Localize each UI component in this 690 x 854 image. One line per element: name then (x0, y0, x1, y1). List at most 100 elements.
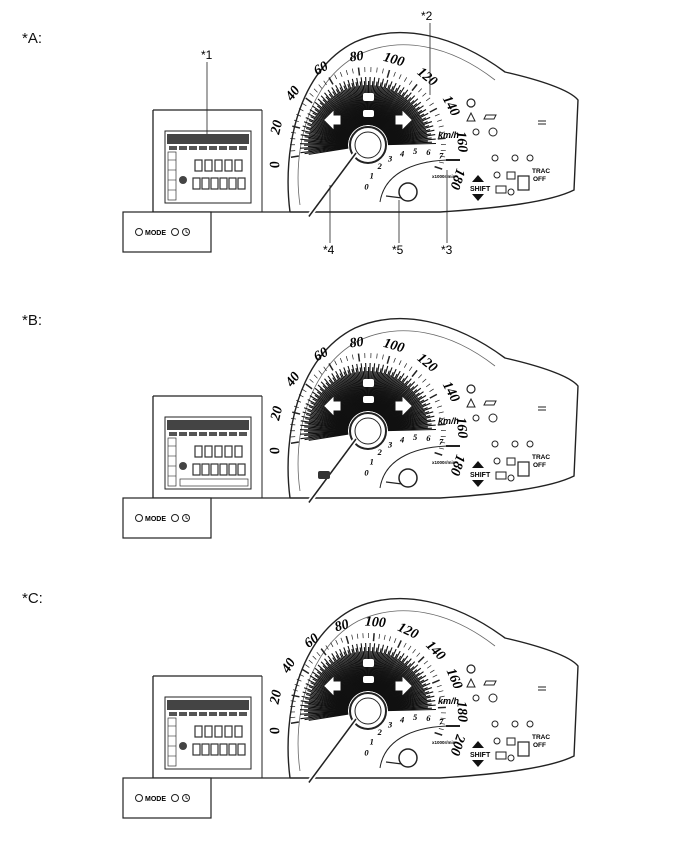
dial-radial-line (378, 653, 405, 695)
dial-radial-line (386, 407, 428, 425)
dial-radial-line (306, 413, 349, 427)
lcd-segment (199, 432, 207, 436)
dial-radial-line (368, 371, 372, 412)
tach-tick-label: 1 (370, 171, 374, 181)
tach-tick-label: 4 (399, 148, 404, 158)
speed-tick (429, 107, 438, 113)
lcd-segment (219, 146, 227, 150)
tach-tick-label: 3 (387, 439, 393, 449)
odometer-digit (210, 177, 219, 190)
dial-radial-line (336, 93, 359, 129)
dial-radial-line (351, 364, 364, 412)
dial-radial-line (378, 377, 405, 415)
speed-tick (417, 656, 425, 663)
dial-radial-line (300, 704, 349, 710)
dial-radial-line (322, 99, 355, 132)
dial-radial-line (380, 92, 412, 130)
odometer-digit (210, 463, 219, 476)
dial-radial-line (377, 89, 402, 129)
odometer-digit (201, 743, 210, 756)
dial-radial-line (358, 371, 366, 412)
clock-icon (182, 794, 190, 802)
speed-tick (296, 678, 302, 682)
speed-tick-label: 120 (414, 351, 440, 376)
speed-tick (290, 721, 299, 724)
door-open-icon (506, 737, 516, 746)
dial-radial-line (376, 84, 401, 128)
speed-tick (422, 92, 427, 97)
dial-radial-line (300, 138, 349, 144)
dial-radial-line (372, 644, 384, 692)
speedometer-needle (308, 152, 357, 217)
dial-radial-line (333, 95, 358, 129)
panel-c-label: *C: (22, 590, 43, 607)
dial-radial-line (300, 709, 349, 712)
dial-radial-line (374, 647, 393, 693)
dial-radial-line (372, 649, 386, 692)
tachometer-arc (379, 159, 453, 203)
dial-radial-line (387, 414, 427, 427)
dial-radial-line (386, 411, 430, 426)
speed-tick (426, 665, 432, 669)
mode-button-icon (135, 514, 143, 522)
dial-radial-line (304, 702, 349, 709)
dial-radial-line (387, 708, 436, 712)
lcd-segment (219, 712, 227, 716)
tire-pressure-icon (491, 154, 499, 162)
dial-radial-line (362, 371, 367, 412)
speed-tick (309, 92, 314, 97)
speed-tick-label: 0 (268, 446, 284, 455)
shift-down-arrow-icon (472, 760, 484, 767)
clock-hand-icon (185, 515, 189, 520)
dial-radial-line (362, 85, 367, 126)
fuel-gauge-bar (167, 151, 177, 201)
dial-radial-line (374, 650, 390, 693)
dial-radial-line (335, 89, 359, 128)
speed-tick (290, 441, 299, 444)
tach-tick-label: 1 (370, 457, 374, 467)
dial-radial-line (310, 682, 351, 703)
speedometer-hub-ring (354, 131, 382, 159)
dial-radial-line (387, 140, 428, 145)
dial-radial-line (351, 648, 364, 692)
shift-up-arrow-icon (472, 461, 484, 468)
lcd-segment (189, 146, 197, 150)
dial-radial-line (305, 418, 349, 428)
dial-radial-line (387, 420, 436, 429)
dial-radial-line (387, 422, 428, 429)
speedometer-needle (308, 718, 357, 783)
dial-radial-line (308, 134, 349, 143)
dial-radial-line (378, 660, 402, 695)
dial-radial-line (300, 711, 349, 715)
turn-right-arrow-icon (395, 110, 412, 130)
dial-radial-line (378, 373, 405, 415)
dial-radial-line (308, 710, 349, 714)
tach-unit-label: x1000r/min (432, 460, 456, 465)
dial-radial-line (300, 134, 349, 143)
speed-tick (432, 674, 438, 678)
odometer-digit (192, 743, 201, 756)
speed-tick-label: 40 (278, 656, 299, 677)
dial-radial-line (387, 698, 427, 708)
speed-tick (299, 673, 304, 677)
dial-radial-line (386, 687, 424, 704)
dial-radial-line (356, 643, 366, 692)
dial-radial-line (324, 658, 356, 696)
dial-radial-line (382, 664, 419, 698)
fog-indicator-icon (526, 440, 534, 448)
tach-tick-label: 6 (426, 147, 431, 157)
dial-radial-line (379, 380, 409, 416)
dial-radial-line (303, 407, 350, 425)
dial-radial-line (310, 126, 350, 140)
speed-tick (318, 370, 323, 375)
lcd-segment (239, 712, 247, 716)
speed-tick (438, 728, 444, 731)
dial-radial-line (331, 87, 358, 129)
dial-radial-line (332, 377, 358, 415)
tach-tick-label: 2 (377, 727, 383, 737)
dial-radial-line (387, 419, 432, 429)
dial-radial-line (387, 132, 427, 142)
trac-off-label: OFF (533, 462, 546, 469)
dial-radial-line (301, 129, 349, 142)
